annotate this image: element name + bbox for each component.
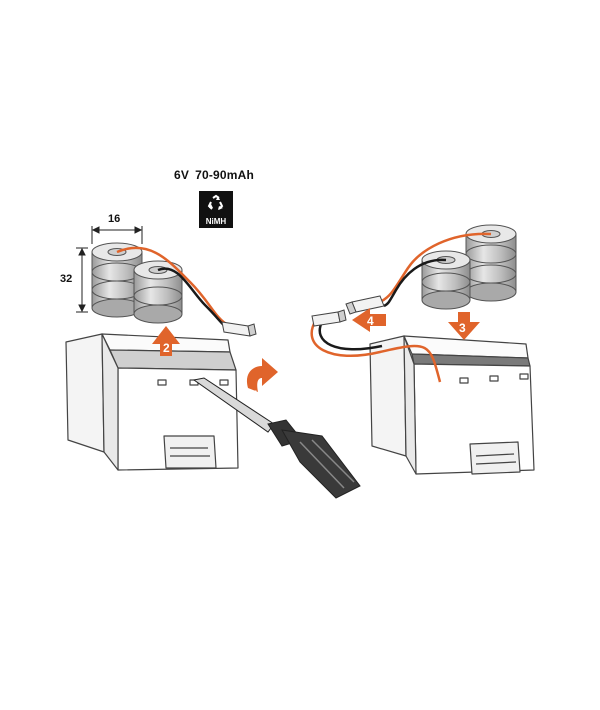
battery-spec: 6V 70-90mAh — [174, 168, 260, 182]
battery-connector-right-unit — [311, 309, 347, 327]
battery-connector-left — [221, 321, 257, 337]
recycle-icon — [207, 194, 224, 210]
step-number: 2 — [163, 341, 170, 355]
battery-pack-left — [76, 226, 257, 337]
step-arrow-2: 2 — [152, 326, 180, 356]
device-unit-right — [369, 335, 535, 475]
dimension-lines — [76, 226, 143, 313]
dimension-height-label: 32 — [60, 273, 73, 285]
wire-red-right — [379, 232, 492, 304]
device-unit-left — [65, 333, 239, 471]
wire-black-right — [383, 258, 447, 308]
wire-red-left — [116, 246, 229, 327]
step-arrow-3: 3 — [448, 312, 480, 340]
battery-pack-right — [345, 224, 517, 315]
battery-connector-right-pack — [345, 295, 385, 315]
step-arrow-1: 1 — [246, 358, 278, 402]
capacity-label: 70-90mAh — [195, 168, 255, 182]
screwdriver — [192, 377, 361, 499]
nimh-label: NiMH — [205, 217, 227, 226]
dimension-width-label: 16 — [108, 213, 121, 225]
step-number: 4 — [367, 314, 374, 328]
battery-cell-stack-front — [133, 260, 183, 324]
battery-cell-stack-back — [465, 224, 517, 302]
nimh-recycle-badge: NiMH — [199, 191, 233, 228]
voltage-label: 6V — [174, 168, 190, 182]
wire-red-to-unit — [310, 319, 442, 383]
wire-black-to-unit — [318, 321, 383, 351]
step-number: 1 — [252, 388, 259, 402]
step-number: 3 — [459, 321, 466, 335]
step-arrow-4: 4 — [352, 308, 386, 332]
